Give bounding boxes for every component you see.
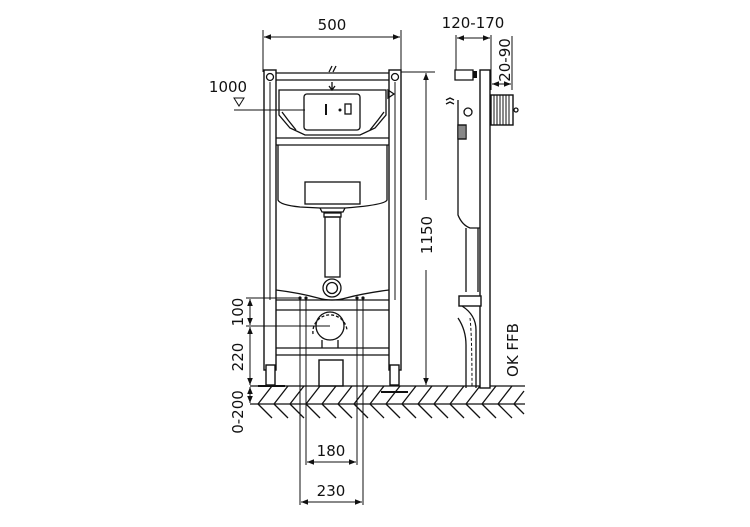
front-view: 500 [209,16,436,505]
bolt-reference-lines [299,298,364,505]
drain-pipe [276,311,389,387]
panel-thickness-label: 20-90 [496,38,514,82]
drain-height-label: 220 [229,343,247,372]
bolt-spacing-inner-label: 180 [317,442,346,460]
flush-height-label: 1000 [209,78,247,96]
drain-inlet-label: 100 [229,298,247,327]
floor-reference-label: OK FFB [504,323,522,377]
frame-posts [258,69,408,393]
left-vertical-dimensions: 100 220 0-200 [229,297,330,434]
depth-label: 120-170 [442,14,505,32]
flush-plate-housing [276,88,396,146]
lower-rail [275,289,390,311]
width-label: 500 [318,16,347,34]
bolt-spacing-dimensions: 180 230 [301,442,362,505]
side-view: 120-170 20-90 OK FFB [442,14,522,389]
floor-adjust-label: 0-200 [229,390,247,434]
height-dimension: 1150 [401,71,436,385]
frame-height-label: 1150 [418,216,436,254]
floor-hatching [250,385,525,419]
cistern [277,145,388,298]
width-dimension: 500 [262,16,402,72]
flush-height-marker: 1000 [209,78,305,111]
bolt-spacing-outer-label: 230 [317,482,346,500]
